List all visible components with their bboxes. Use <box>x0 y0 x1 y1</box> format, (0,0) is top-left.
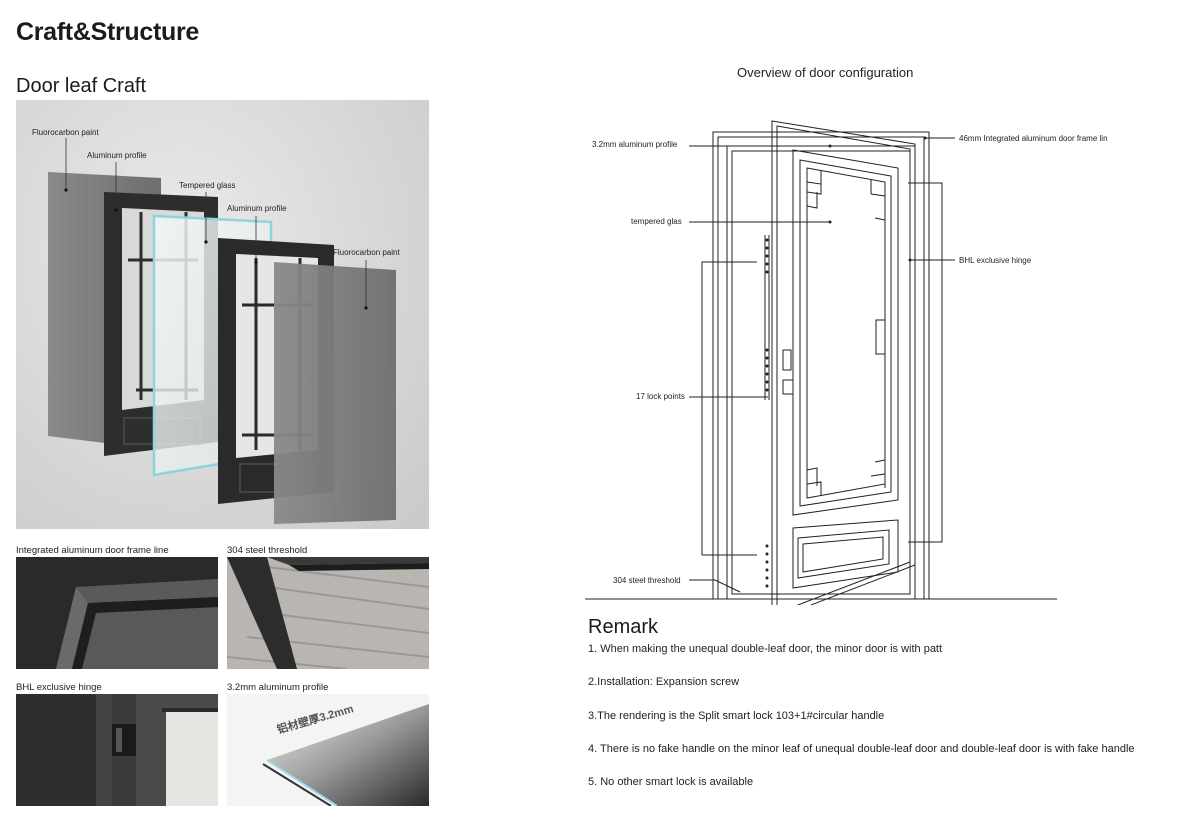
callout-aluminum-profile-2: Aluminum profile <box>227 204 287 213</box>
thumb-caption-frame-line: Integrated aluminum door frame line <box>16 545 169 556</box>
door-configuration-drawing: 3.2mm aluminum profile tempered glas 17 … <box>585 110 1108 621</box>
label-frame-line: 46mm Integrated aluminum door frame lin <box>959 134 1108 143</box>
callout-fluorocarbon-paint-1: Fluorocarbon paint <box>32 128 99 137</box>
thumb-caption-hinge: BHL exclusive hinge <box>16 682 102 693</box>
exploded-layers-illustration <box>48 138 396 524</box>
remark-item-1: 1. When making the unequal double-leaf d… <box>588 643 943 655</box>
frame-line-photo <box>16 557 218 669</box>
aluminum-profile-photo: 铝材壁厚3.2mm <box>227 694 429 806</box>
callout-fluorocarbon-paint-2: Fluorocarbon paint <box>333 248 400 257</box>
door-leaf-craft-title: Door leaf Craft <box>16 75 147 97</box>
remark-item-4: 4. There is no fake handle on the minor … <box>588 743 1135 755</box>
label-tempered-glass: tempered glas <box>631 217 682 226</box>
hinge-photo <box>16 694 218 806</box>
callout-tempered-glass: Tempered glass <box>179 181 236 190</box>
door-leaf-exploded-view: Fluorocarbon paint Aluminum profile Temp… <box>16 100 429 529</box>
thumb-caption-threshold: 304 steel threshold <box>227 545 308 556</box>
remark-item-3: 3.The rendering is the Split smart lock … <box>588 710 885 722</box>
label-aluminum-profile: 3.2mm aluminum profile <box>592 140 678 149</box>
thumb-caption-aluminum-profile: 3.2mm aluminum profile <box>227 682 329 693</box>
page-title: Craft&Structure <box>16 18 200 46</box>
overview-title: Overview of door configuration <box>737 65 914 80</box>
fluorocarbon-paint-panel-front <box>274 262 396 524</box>
remark-title: Remark <box>588 616 659 638</box>
steel-threshold-photo <box>227 557 429 669</box>
label-hinge: BHL exclusive hinge <box>959 256 1032 265</box>
remark-item-2: 2.Installation: Expansion screw <box>588 676 740 688</box>
label-steel-threshold: 304 steel threshold <box>613 576 681 585</box>
label-lock-points: 17 lock points <box>636 392 685 401</box>
door-line-drawing <box>585 120 1057 621</box>
callout-aluminum-profile-1: Aluminum profile <box>87 151 147 160</box>
remark-item-5: 5. No other smart lock is available <box>588 776 754 788</box>
